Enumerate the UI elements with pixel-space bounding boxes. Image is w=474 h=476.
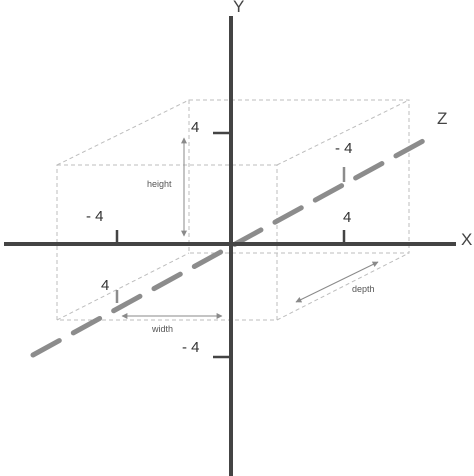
box-edge (56, 99, 190, 166)
z-tick-near-label: 4 (101, 277, 109, 294)
y-tick-positive-label: 4 (191, 119, 199, 136)
box-edge (276, 99, 410, 166)
x-axis-label: X (461, 230, 472, 249)
x-tick-positive-label: 4 (343, 209, 351, 226)
box-edge (56, 252, 190, 321)
z-axis-label: Z (437, 109, 447, 128)
dashed-box (56, 99, 410, 321)
x-tick-negative-label: - 4 (86, 208, 104, 225)
z-tick-far-label: - 4 (335, 140, 353, 157)
depth-arrow (295, 261, 379, 303)
width-label: width (151, 324, 173, 334)
box-back-face (188, 99, 410, 254)
height-label: height (147, 179, 172, 189)
box-edge (276, 252, 410, 321)
y-axis-label: Y (233, 0, 244, 16)
depth-label: depth (352, 284, 375, 294)
y-tick-negative-label: - 4 (182, 339, 200, 356)
